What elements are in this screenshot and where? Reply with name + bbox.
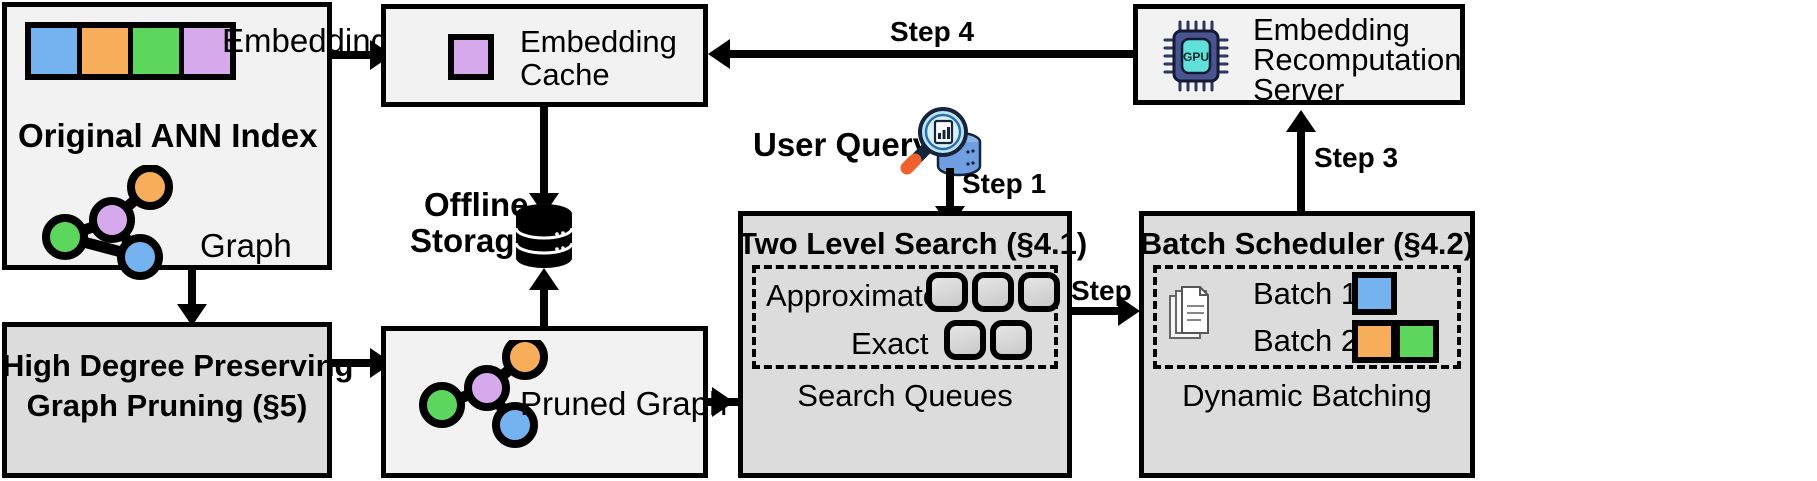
svg-text:GPU: GPU (1183, 50, 1209, 64)
arrow-step2-line (1072, 307, 1134, 315)
approximate-slot-2 (972, 272, 1014, 312)
approximate-row-label: Approximate (766, 278, 941, 313)
exact-slot-2 (990, 320, 1032, 360)
search-queues-footer: Search Queues (797, 378, 1013, 413)
recomputation-server-line2: Recomputation (1253, 42, 1462, 77)
batch-1-label: Batch 1 (1253, 276, 1359, 311)
graph-pruning-line2: Graph Pruning (§5) (26, 388, 308, 423)
arrow-index-to-cache-line (332, 51, 374, 59)
step3-label: Step 3 (1314, 142, 1399, 173)
exact-slot-1 (944, 320, 986, 360)
batch-1-item-blue (1352, 272, 1397, 315)
arrow-step2-head (1118, 296, 1140, 326)
batch-2-item-orange (1352, 320, 1397, 363)
batch-2-label: Batch 2 (1253, 323, 1359, 358)
embedding-cache-box (381, 4, 708, 107)
embedding-cell-blue (31, 28, 82, 74)
documents-stack-icon (1169, 286, 1209, 339)
offline-storage-line1: Offline (424, 186, 529, 223)
approximate-slot-3 (1018, 272, 1060, 312)
arrow-step3-line (1297, 130, 1305, 212)
arrow-step1-line (946, 168, 954, 210)
dynamic-batching-footer: Dynamic Batching (1182, 378, 1432, 413)
step4-label: Step 4 (890, 16, 975, 47)
embedding-cell-purple (184, 28, 230, 74)
arrow-pruned-to-search-head (712, 387, 734, 417)
arrow-step4-line (728, 50, 1133, 58)
graph-pruning-box (2, 322, 332, 478)
gpu-chip-icon: GPU (1163, 20, 1229, 92)
original-ann-index-title: Original ANN Index (18, 117, 318, 154)
graph-pruning-line1: High Degree Preserving (2, 348, 354, 383)
arrow-step4-head (708, 39, 730, 69)
arrow-step3-head (1286, 110, 1316, 132)
offline-storage-line2: Storage (410, 222, 533, 259)
embedding-cache-line2: Cache (520, 57, 610, 92)
query-search-database-icon (900, 107, 982, 177)
approximate-slot-1 (926, 272, 968, 312)
embedding-cell-green (133, 28, 184, 74)
embedding-cache-swatch (448, 34, 494, 80)
exact-row-label: Exact (851, 326, 929, 361)
graph-label: Graph (200, 227, 292, 264)
pruned-graph-label: Pruned Graph (520, 385, 728, 422)
arrow-index-to-pruning-head (177, 304, 207, 326)
recomputation-server-line1: Embedding (1253, 12, 1410, 47)
step1-label: Step 1 (962, 168, 1047, 199)
embedding-cell-orange (82, 28, 133, 74)
arrow-index-to-pruning-line (188, 270, 196, 308)
arrow-pruned-to-storage-line (540, 288, 548, 328)
dynamic-batching-dashed-region (1153, 265, 1461, 369)
pruned-graph-figure (419, 340, 548, 448)
batch-scheduler-title: Batch Scheduler (§4.2) (1139, 226, 1475, 261)
arrow-pruned-to-storage-head (529, 268, 559, 290)
recomputation-server-line3: Server (1253, 72, 1345, 107)
arrow-pruning-to-pruned-line (332, 359, 374, 367)
original-graph-figure (42, 165, 173, 280)
arrow-cache-to-storage-line (540, 107, 548, 197)
embedding-strip (25, 22, 236, 80)
database-cylinder-icon (514, 204, 574, 268)
user-query-label: User Query (753, 126, 931, 163)
search-queues-dashed-region (752, 265, 1058, 369)
embedding-cache-line1: Embedding (520, 24, 677, 59)
batch-2-item-green (1394, 320, 1439, 363)
two-level-search-title: Two Level Search (§4.1) (738, 226, 1088, 261)
